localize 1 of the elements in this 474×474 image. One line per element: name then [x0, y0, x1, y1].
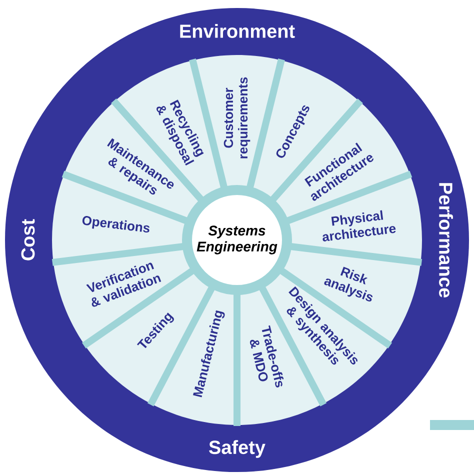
node-label: Customer requirements	[224, 77, 250, 158]
